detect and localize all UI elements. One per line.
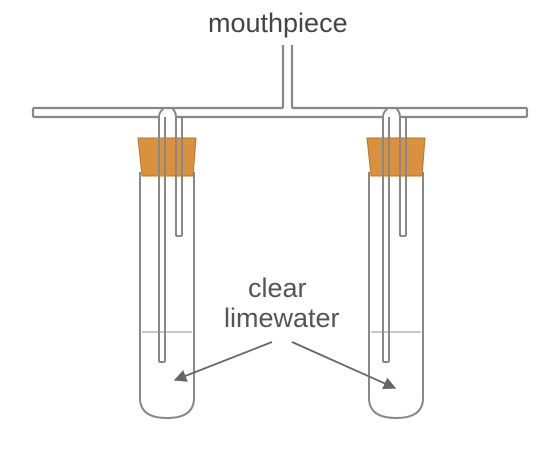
mouthpiece-label: mouthpiece <box>208 8 348 38</box>
right-rubber-stopper <box>366 137 426 177</box>
clear-label: clear <box>248 273 307 303</box>
mouthpiece-tube <box>281 45 294 108</box>
left-test-tube <box>137 107 197 420</box>
right-test-tube <box>366 107 426 420</box>
horizontal-delivery-tube <box>31 106 529 119</box>
limewater-label: limewater <box>224 303 340 333</box>
arrow-to-left-limewater <box>173 341 273 382</box>
left-tube-outline <box>139 172 195 420</box>
arrow-to-right-limewater <box>291 341 397 390</box>
right-tube-outline <box>368 172 424 420</box>
